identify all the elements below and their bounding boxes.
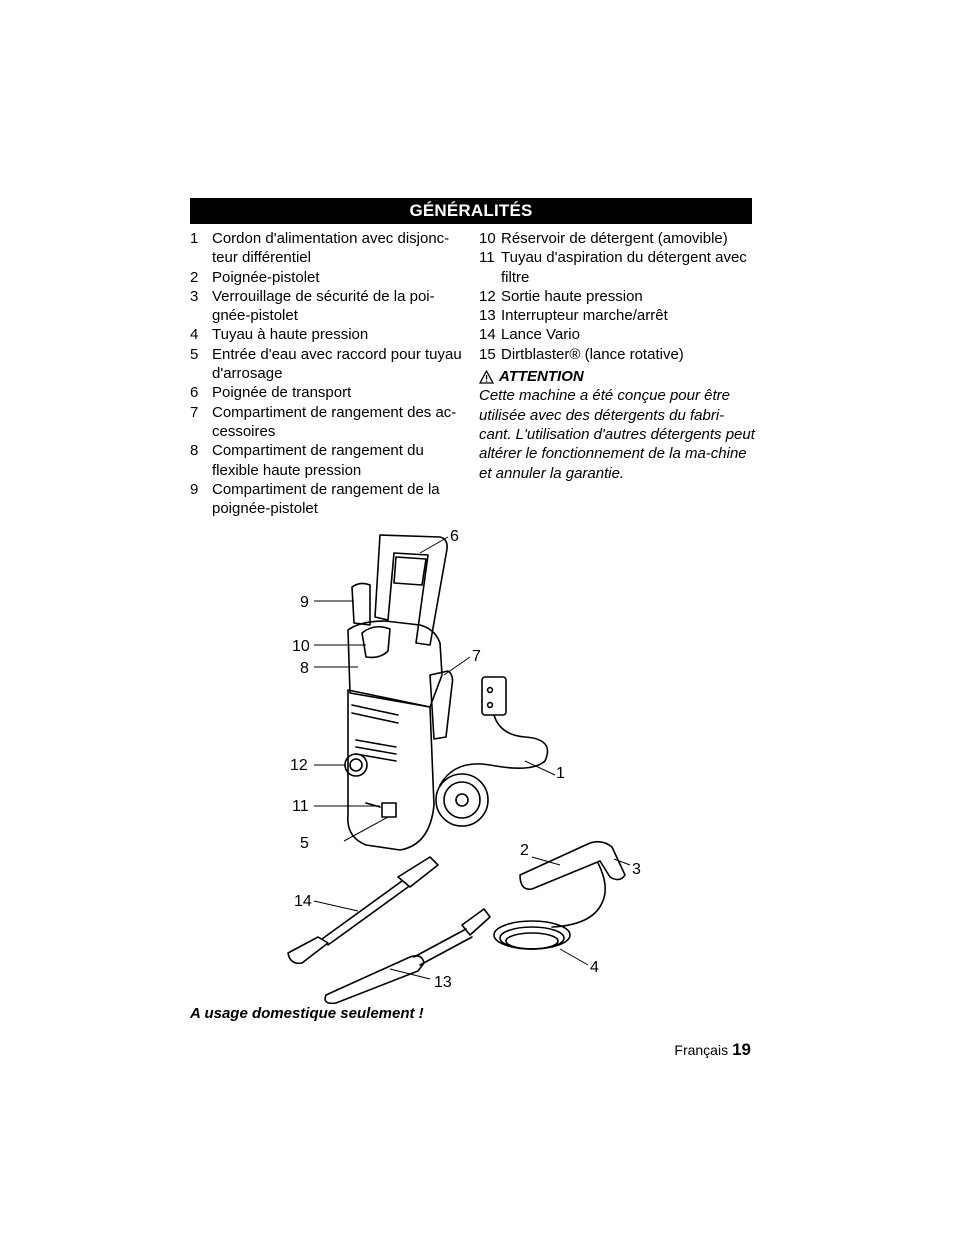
callout-5: 5 (300, 835, 309, 852)
pressure-washer-diagram: 1 2 3 4 5 6 7 8 9 10 11 12 13 14 (287, 528, 641, 1005)
section-title: GÉNÉRALITÉS (190, 198, 752, 224)
callout-4: 4 (590, 959, 599, 976)
callout-9: 9 (300, 594, 309, 611)
callout-7: 7 (472, 648, 481, 665)
callout-10: 10 (292, 638, 310, 655)
callout-14: 14 (294, 893, 312, 910)
page-number: 19 (732, 1040, 751, 1059)
callout-8: 8 (300, 660, 309, 677)
footnote: A usage domestique seulement ! (190, 1005, 424, 1022)
callout-3: 3 (632, 861, 641, 878)
callout-11: 11 (292, 798, 309, 815)
callout-13: 13 (434, 974, 452, 991)
callout-2: 2 (520, 842, 529, 859)
attention-heading: ATTENTION (479, 367, 759, 386)
attention-title: ATTENTION (499, 368, 584, 386)
callout-1: 1 (556, 765, 565, 782)
footer-language: Français (674, 1042, 729, 1058)
callout-12: 12 (290, 757, 308, 774)
callout-6: 6 (450, 528, 459, 545)
warning-triangle-icon (479, 369, 494, 384)
attention-body: Cette machine a été conçue pour être uti… (479, 387, 755, 482)
